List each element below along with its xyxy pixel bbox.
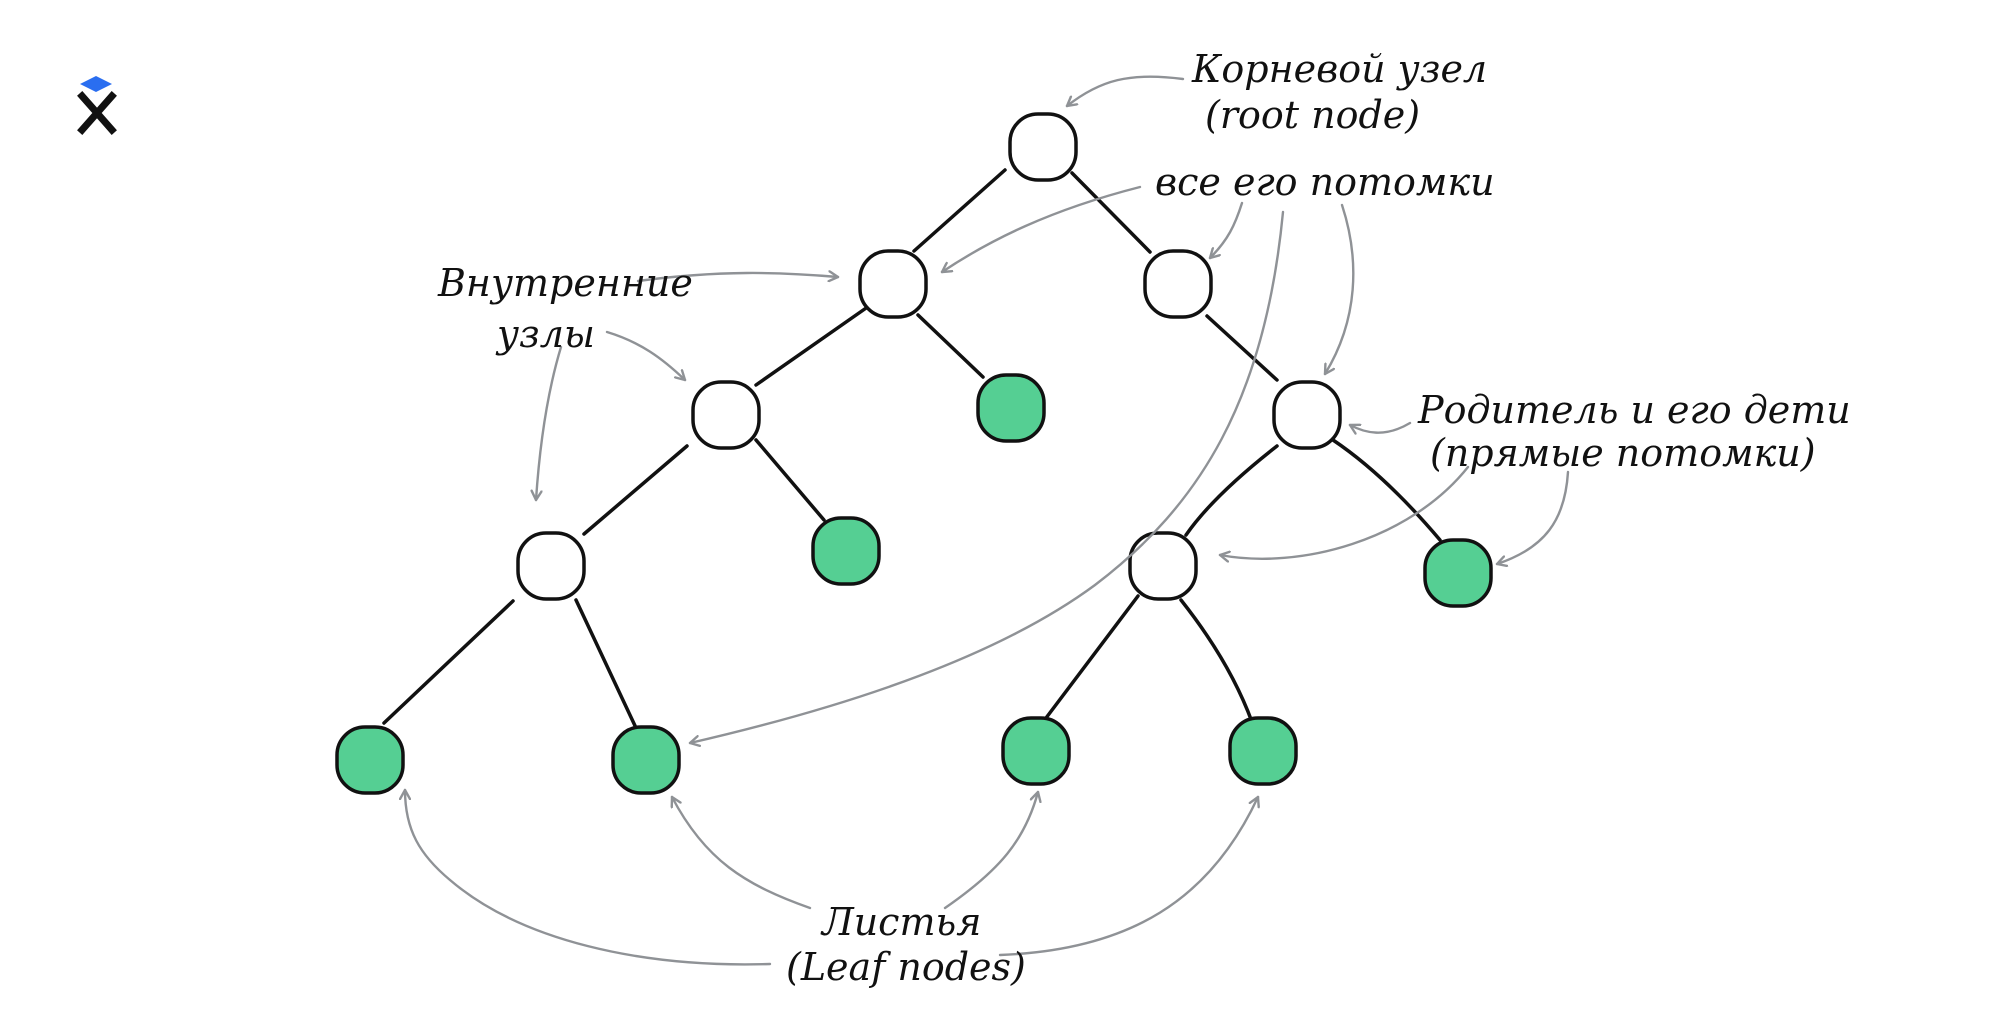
leaves-label-line-2: (Leaf nodes) [786,945,1026,989]
arrow-leaf-1 [405,788,772,966]
arrow-descendants-right [1208,201,1244,260]
internal-node [516,531,586,601]
child-node [1128,531,1198,601]
arrow-descendants-left [940,185,1142,274]
x-logo-icon [77,76,117,135]
edge-b-leaf [754,438,826,522]
edge-e-leaf-2 [574,598,639,732]
root-node [1008,112,1078,182]
internal-label-line-2: узлы [495,312,595,356]
annotation-labels: Корневой узел (root node) все его потомк… [437,47,1851,989]
child-leaf-node [1423,538,1493,608]
leaf-node [1001,716,1071,786]
internal-node [691,380,761,450]
leaves-label-line-1: Листья [820,900,981,944]
arrow-root [1065,75,1185,108]
arrow-descendants-leaf [688,210,1285,743]
leaf-node [1228,716,1298,786]
edge-f-leaf-4 [1179,598,1254,724]
arrow-leaf-2 [672,795,812,910]
leaf-node [335,725,405,795]
edge-d-f [1184,444,1279,537]
parent-node [1272,380,1342,450]
edge-a-b [754,304,871,387]
root-label-line-2: (root node) [1205,93,1420,137]
arrow-internal-mid [605,330,687,382]
arrow-parent-leaf [1495,470,1570,564]
arrow-parent-child [1218,465,1470,559]
edge-f-leaf-3 [1044,594,1140,720]
arrow-descendants-far [1323,203,1355,376]
arrow-internal-low [536,345,563,502]
edge-root-left [912,168,1007,253]
parent-label-line-2: (прямые потомки) [1430,431,1816,475]
internal-node [1143,249,1213,319]
edge-c-d [1205,314,1279,382]
root-label-line-1: Корневой узел [1191,47,1487,91]
tree-nodes [335,112,1493,795]
arrow-internal-top [636,273,840,281]
edge-a-leaf [916,313,985,379]
edge-b-e [582,444,689,536]
arrow-leaf-4 [998,795,1258,957]
internal-label-line-1: Внутренние [437,261,693,305]
descendants-label: все его потомки [1155,160,1495,204]
leaf-node [611,725,681,795]
leaf-node [811,516,881,586]
internal-node [858,249,928,319]
edge-root-right [1070,171,1152,254]
edge-d-leaf [1331,438,1442,542]
edge-e-leaf-1 [382,599,515,725]
parent-label-line-1: Родитель и его дети [1417,388,1851,432]
tree-edges [382,168,1442,732]
annotation-arrows [405,75,1570,966]
arrow-parent [1348,421,1412,433]
arrow-leaf-3 [943,790,1038,910]
leaf-node [976,373,1046,443]
